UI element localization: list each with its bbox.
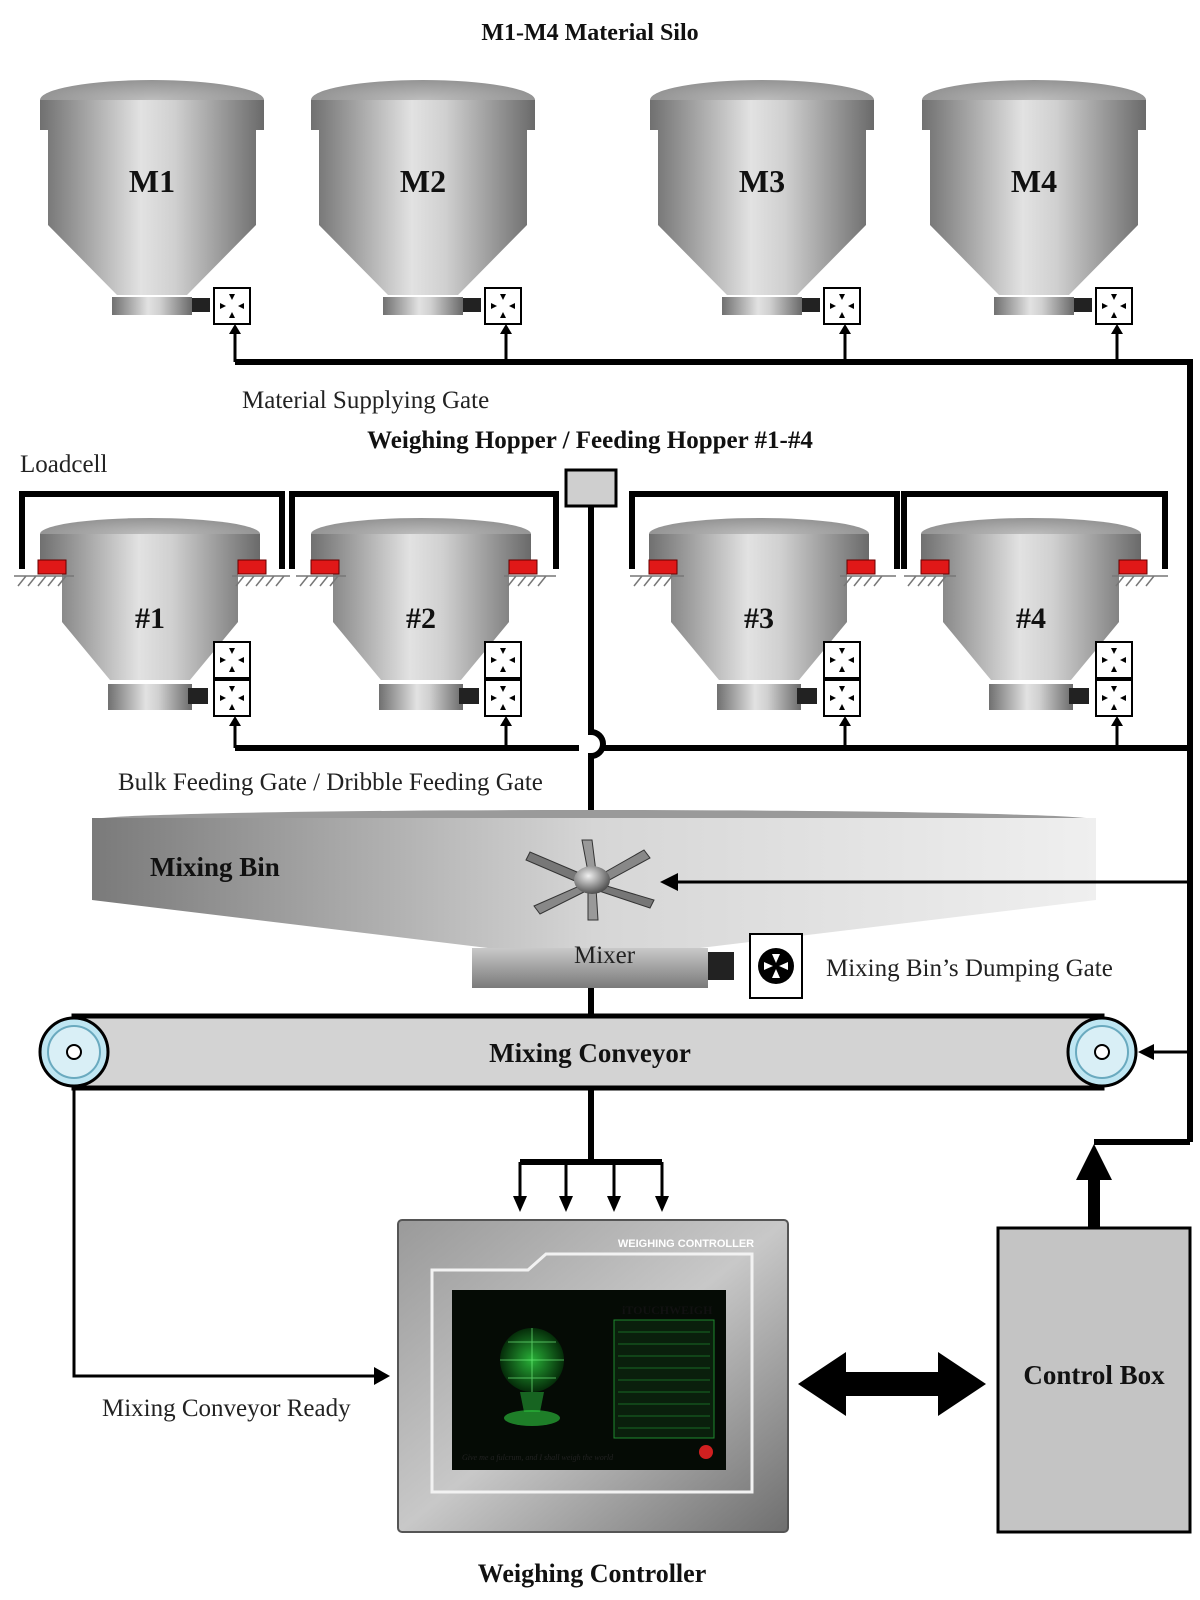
silo-label: M1 bbox=[129, 163, 175, 199]
mixing-conveyor-label: Mixing Conveyor bbox=[489, 1038, 691, 1068]
weighing-hoppers: #1 #2 #3 #4 bbox=[40, 518, 1141, 710]
feeding-signal-lines bbox=[229, 716, 1190, 751]
double-arrow-icon bbox=[798, 1352, 986, 1416]
loadcell-icon bbox=[37, 559, 1148, 575]
junction-box bbox=[564, 468, 618, 508]
controller-screen: iTOUCHWEIGH Give me a fulcrum, and I sha… bbox=[452, 1290, 726, 1470]
silo-row: M1 M2 M3 M4 bbox=[40, 80, 1146, 315]
gate-icon bbox=[213, 287, 251, 325]
silo-m1: M1 bbox=[40, 80, 264, 315]
mixer-impeller-icon bbox=[525, 839, 655, 921]
bulk-gate-icon bbox=[213, 641, 251, 679]
hopper-label: #4 bbox=[1016, 602, 1046, 635]
controller-header: WEIGHING CONTROLLER bbox=[618, 1238, 754, 1250]
mixing-bin-label: Mixing Bin bbox=[150, 852, 280, 882]
roller-icon bbox=[38, 1016, 110, 1088]
weighing-hopper-title: Weighing Hopper / Feeding Hopper #1-#4 bbox=[367, 427, 813, 454]
hopper-label: #2 bbox=[406, 602, 436, 635]
bulk-gate-icon bbox=[1095, 641, 1133, 679]
dribble-gate-icon bbox=[213, 679, 251, 717]
conveyor-signal-line bbox=[1138, 1044, 1190, 1060]
ground-hatching bbox=[14, 575, 1168, 587]
control-box-signal-line bbox=[1076, 1139, 1190, 1228]
loadcells bbox=[14, 559, 1168, 587]
roller-icon bbox=[1066, 1016, 1138, 1088]
hopper-1: #1 bbox=[40, 518, 260, 710]
material-supplying-gate-label: Material Supplying Gate bbox=[242, 387, 489, 414]
conveyor-ready-label: Mixing Conveyor Ready bbox=[102, 1395, 351, 1422]
silo-m3: M3 bbox=[650, 80, 874, 315]
dribble-gate-icon bbox=[1095, 679, 1133, 717]
control-box: Control Box bbox=[996, 1226, 1192, 1534]
weighing-controller-device: WEIGHING CONTROLLER iTOUCHWEIGH Give me … bbox=[397, 1219, 789, 1533]
mixing-conveyor: Mixing Conveyor bbox=[38, 1013, 1138, 1091]
dribble-gate-icon bbox=[823, 679, 861, 717]
loadcell-label: Loadcell bbox=[20, 451, 108, 478]
controller-tagline: Give me a fulcrum, and I shall weigh the… bbox=[462, 1453, 614, 1462]
mixer-label: Mixer bbox=[574, 942, 636, 969]
loadcell-wiring bbox=[19, 468, 1168, 812]
feeding-gate-label: Bulk Feeding Gate / Dribble Feeding Gate bbox=[118, 769, 543, 796]
diagram-title: M1-M4 Material Silo bbox=[481, 20, 698, 46]
gate-icon bbox=[1095, 287, 1133, 325]
silo-label: M2 bbox=[400, 163, 446, 199]
silo-m4: M4 bbox=[922, 80, 1146, 315]
weighing-controller-label: Weighing Controller bbox=[478, 1559, 706, 1588]
bulk-gate-icon bbox=[823, 641, 861, 679]
bulk-gate-icon bbox=[484, 641, 522, 679]
dumping-gate-icon bbox=[749, 933, 803, 999]
dumping-gate-label: Mixing Bin’s Dumping Gate bbox=[826, 955, 1113, 982]
loadcell-signal-bus bbox=[513, 1088, 669, 1212]
hopper-label: #1 bbox=[135, 602, 165, 635]
silo-label: M4 bbox=[1011, 163, 1057, 199]
hopper-3: #3 bbox=[649, 518, 869, 710]
silo-label: M3 bbox=[739, 163, 785, 199]
control-box-label: Control Box bbox=[1023, 1360, 1165, 1390]
conveyor-ready-line bbox=[72, 1090, 390, 1385]
hopper-4: #4 bbox=[921, 518, 1141, 710]
gate-icon bbox=[823, 287, 861, 325]
hopper-2: #2 bbox=[311, 518, 531, 710]
dribble-gate-icon bbox=[484, 679, 522, 717]
controller-brand: iTOUCHWEIGH bbox=[622, 1303, 713, 1317]
silo-m2: M2 bbox=[311, 80, 535, 315]
gate-icon bbox=[484, 287, 522, 325]
hopper-label: #3 bbox=[744, 602, 774, 635]
mixer-signal-line bbox=[660, 873, 1190, 891]
